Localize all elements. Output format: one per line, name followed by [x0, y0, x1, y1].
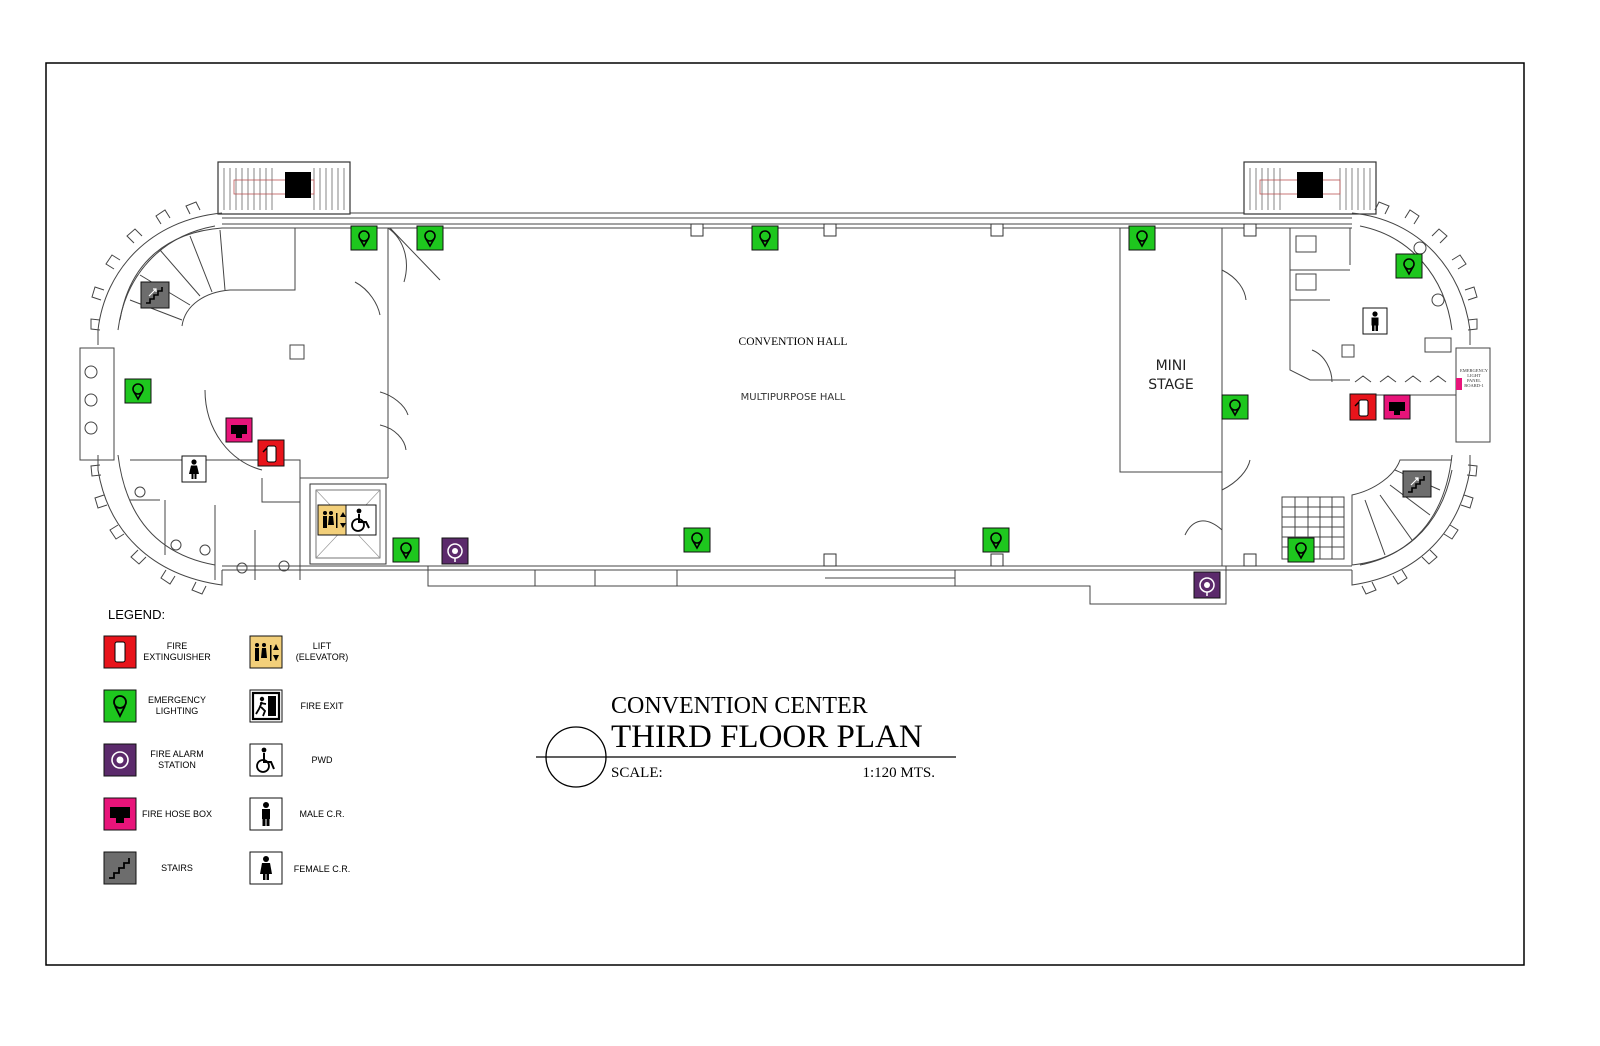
fire-extinguisher-icon	[257, 439, 285, 467]
emergency-lighting-icon	[683, 527, 711, 553]
legend-label: FEMALE C.R.	[294, 864, 351, 874]
emergency-lighting-icon	[1287, 537, 1315, 563]
fire-hose-box-icon	[225, 417, 253, 443]
male-cr-icon	[1362, 307, 1388, 335]
fire-exit-icon	[249, 689, 283, 723]
emergency-lighting-icon	[1221, 394, 1249, 420]
lift-icon	[317, 504, 351, 536]
fire-alarm-station-icon	[441, 537, 469, 565]
fire-hose-box-icon	[1383, 394, 1411, 420]
legend-label: MALE C.R.	[299, 809, 344, 819]
columns	[690, 223, 1257, 567]
svg-text:BOARD-1: BOARD-1	[1464, 383, 1484, 388]
building-outline	[222, 212, 1352, 605]
emergency-lighting-icon	[350, 225, 378, 251]
room-label-multipurpose-hall: MULTIPURPOSE HALL	[741, 392, 846, 403]
svg-text:LIGHT: LIGHT	[1467, 373, 1481, 378]
legend-right: LIFT (ELEVATOR) FIRE EXIT PWD MALE C.R. …	[249, 635, 351, 885]
room-label-mini-stage-1: MINI	[1156, 358, 1187, 374]
female-cr-icon	[181, 455, 207, 483]
emergency-lighting-icon	[392, 537, 420, 563]
title-line-2: THIRD FLOOR PLAN	[611, 719, 923, 755]
title-block: CONVENTION CENTER THIRD FLOOR PLAN SCALE…	[536, 693, 956, 788]
emergency-lighting-icon	[1395, 253, 1423, 279]
title-line-1: CONVENTION CENTER	[611, 693, 868, 719]
legend-label: LIGHTING	[156, 706, 199, 716]
legend-label: (ELEVATOR)	[296, 652, 349, 662]
stairs-icon	[1402, 470, 1432, 498]
fire-alarm-station-icon	[1193, 571, 1221, 599]
emergency-lighting-icon	[1128, 225, 1156, 251]
legend-label: EXTINGUISHER	[143, 652, 211, 662]
legend-label: FIRE ALARM	[150, 749, 204, 759]
legend-label: LIFT	[313, 641, 332, 651]
legend-title: LEGEND:	[108, 607, 165, 622]
emergency-lighting-icon	[982, 527, 1010, 553]
left-wing	[79, 201, 441, 595]
panel-board-note: EMERGENCY LIGHT PANEL BOARD-1	[1460, 368, 1489, 388]
stairs-icon	[140, 281, 170, 309]
emergency-lighting-icon	[751, 225, 779, 251]
emergency-lighting-icon	[124, 378, 152, 404]
stair-tower-right	[1243, 161, 1377, 215]
pwd-icon	[345, 504, 377, 536]
legend-label: EMERGENCY	[148, 695, 206, 705]
sheet-border	[45, 62, 1525, 966]
legend-label: STATION	[158, 760, 196, 770]
legend-label: STAIRS	[161, 863, 193, 873]
legend-left: FIRE EXTINGUISHER EMERGENCY LIGHTING FIR…	[103, 635, 212, 885]
room-label-convention-hall: CONVENTION HALL	[739, 336, 848, 348]
legend-label: PWD	[312, 755, 333, 765]
emergency-lighting-icon	[416, 225, 444, 251]
legend-label: FIRE HOSE BOX	[142, 809, 212, 819]
svg-text:EMERGENCY: EMERGENCY	[1460, 368, 1489, 373]
scale-value: 1:120 MTS.	[862, 765, 935, 781]
fire-extinguisher-icon	[1349, 393, 1377, 421]
legend-label: FIRE EXIT	[300, 701, 344, 711]
panel-board-marker	[1456, 378, 1462, 390]
svg-text:PANEL: PANEL	[1467, 378, 1481, 383]
legend-label: FIRE	[167, 641, 188, 651]
right-wing	[1184, 201, 1491, 595]
stair-tower-left	[217, 161, 351, 215]
scale-label: SCALE:	[611, 765, 663, 781]
room-label-mini-stage-2: STAGE	[1148, 377, 1193, 393]
